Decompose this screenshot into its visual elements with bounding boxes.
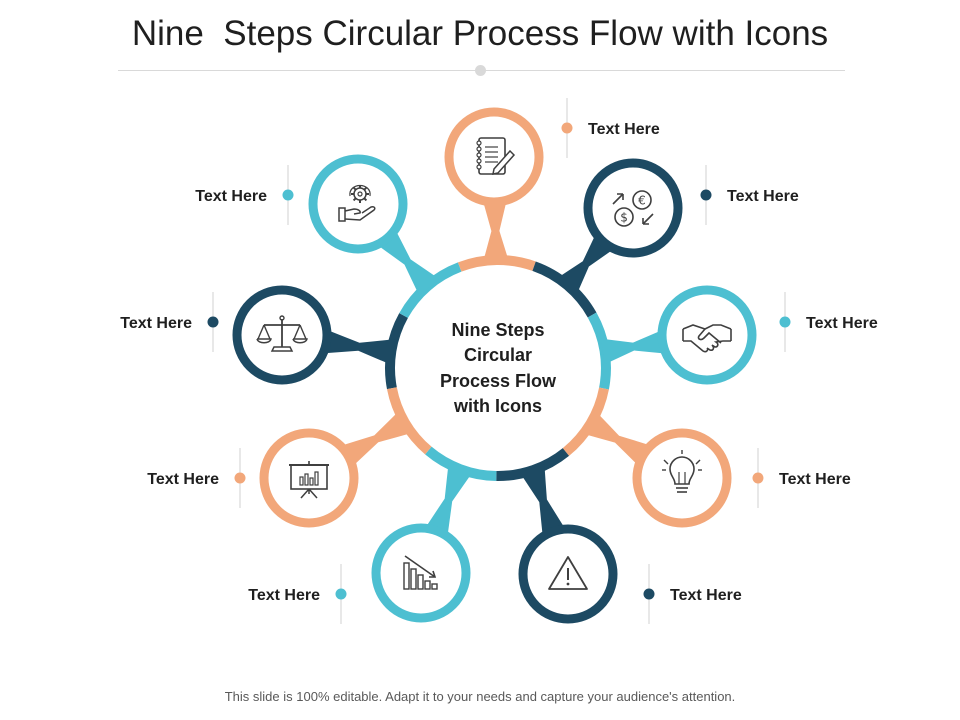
label-dot xyxy=(561,122,573,134)
label-dot xyxy=(207,316,219,328)
label-dot xyxy=(779,316,791,328)
step-label: Text Here xyxy=(643,564,742,624)
step-node-ring xyxy=(308,154,408,254)
label-dot xyxy=(282,189,294,201)
label-dot xyxy=(752,472,764,484)
step-node-ring xyxy=(583,158,683,258)
connector xyxy=(482,199,509,263)
label-dot xyxy=(700,189,712,201)
connector xyxy=(424,462,473,537)
step-label-text: Text Here xyxy=(588,121,660,138)
footer-note: This slide is 100% editable. Adapt it to… xyxy=(224,689,736,704)
step-node-ring xyxy=(632,428,732,528)
title-divider-dot xyxy=(475,65,486,76)
step-label: Text Here xyxy=(147,448,246,508)
connector xyxy=(556,233,615,296)
step-node-ring xyxy=(371,523,471,623)
step-label-text: Text Here xyxy=(120,315,192,332)
step-node xyxy=(632,428,732,528)
svg-text:$: $ xyxy=(620,211,628,225)
label-dot xyxy=(643,588,655,600)
connector xyxy=(322,329,396,365)
step-label: Text Here xyxy=(195,165,294,225)
step-node xyxy=(232,285,332,385)
connector xyxy=(519,464,566,538)
connector xyxy=(340,410,413,467)
notebook-pen-icon xyxy=(476,137,516,175)
label-dot xyxy=(335,588,347,600)
step-node xyxy=(308,154,408,254)
step-node xyxy=(518,524,618,624)
step-label-text: Text Here xyxy=(727,188,799,205)
step-node: €$ xyxy=(583,158,683,258)
step-nodes: €$ xyxy=(232,107,757,624)
slide-title: Nine Steps Circular Process Flow with Ic… xyxy=(131,14,829,53)
step-label: Text Here xyxy=(248,564,347,624)
step-label: Text Here xyxy=(752,448,851,508)
balance-scale-icon xyxy=(256,315,308,352)
currency-exchange-icon: €$ xyxy=(612,190,654,227)
step-label-text: Text Here xyxy=(248,587,320,604)
step-label: Text Here xyxy=(700,165,799,225)
step-label-text: Text Here xyxy=(779,471,851,488)
connector xyxy=(600,329,667,365)
center-title: Nine Steps Circular Process Flow with Ic… xyxy=(440,320,557,416)
connectors xyxy=(322,199,667,538)
center-title-line: Circular xyxy=(464,345,532,365)
step-node-ring xyxy=(259,428,359,528)
step-label: Text Here xyxy=(120,292,219,352)
center-title-line: with Icons xyxy=(453,396,542,416)
step-node xyxy=(444,107,544,207)
step-node xyxy=(371,523,471,623)
center-title-line: Process Flow xyxy=(440,371,557,391)
step-label-text: Text Here xyxy=(670,587,742,604)
connector xyxy=(376,228,440,296)
step-label-text: Text Here xyxy=(806,315,878,332)
step-label: Text Here xyxy=(779,292,878,352)
svg-text:€: € xyxy=(638,194,646,208)
warning-icon xyxy=(548,556,588,590)
lightbulb-icon xyxy=(662,450,702,493)
connector xyxy=(582,411,652,467)
handshake-icon xyxy=(682,324,732,353)
presentation-board-icon xyxy=(289,461,329,499)
center-title-line: Nine Steps xyxy=(451,320,544,340)
hand-gear-support-icon xyxy=(338,184,376,222)
step-node xyxy=(657,285,757,385)
declining-chart-icon xyxy=(403,555,438,590)
step-node xyxy=(259,428,359,528)
step-label: Text Here xyxy=(561,98,660,158)
step-label-text: Text Here xyxy=(147,471,219,488)
step-label-text: Text Here xyxy=(195,188,267,205)
label-dot xyxy=(234,472,246,484)
